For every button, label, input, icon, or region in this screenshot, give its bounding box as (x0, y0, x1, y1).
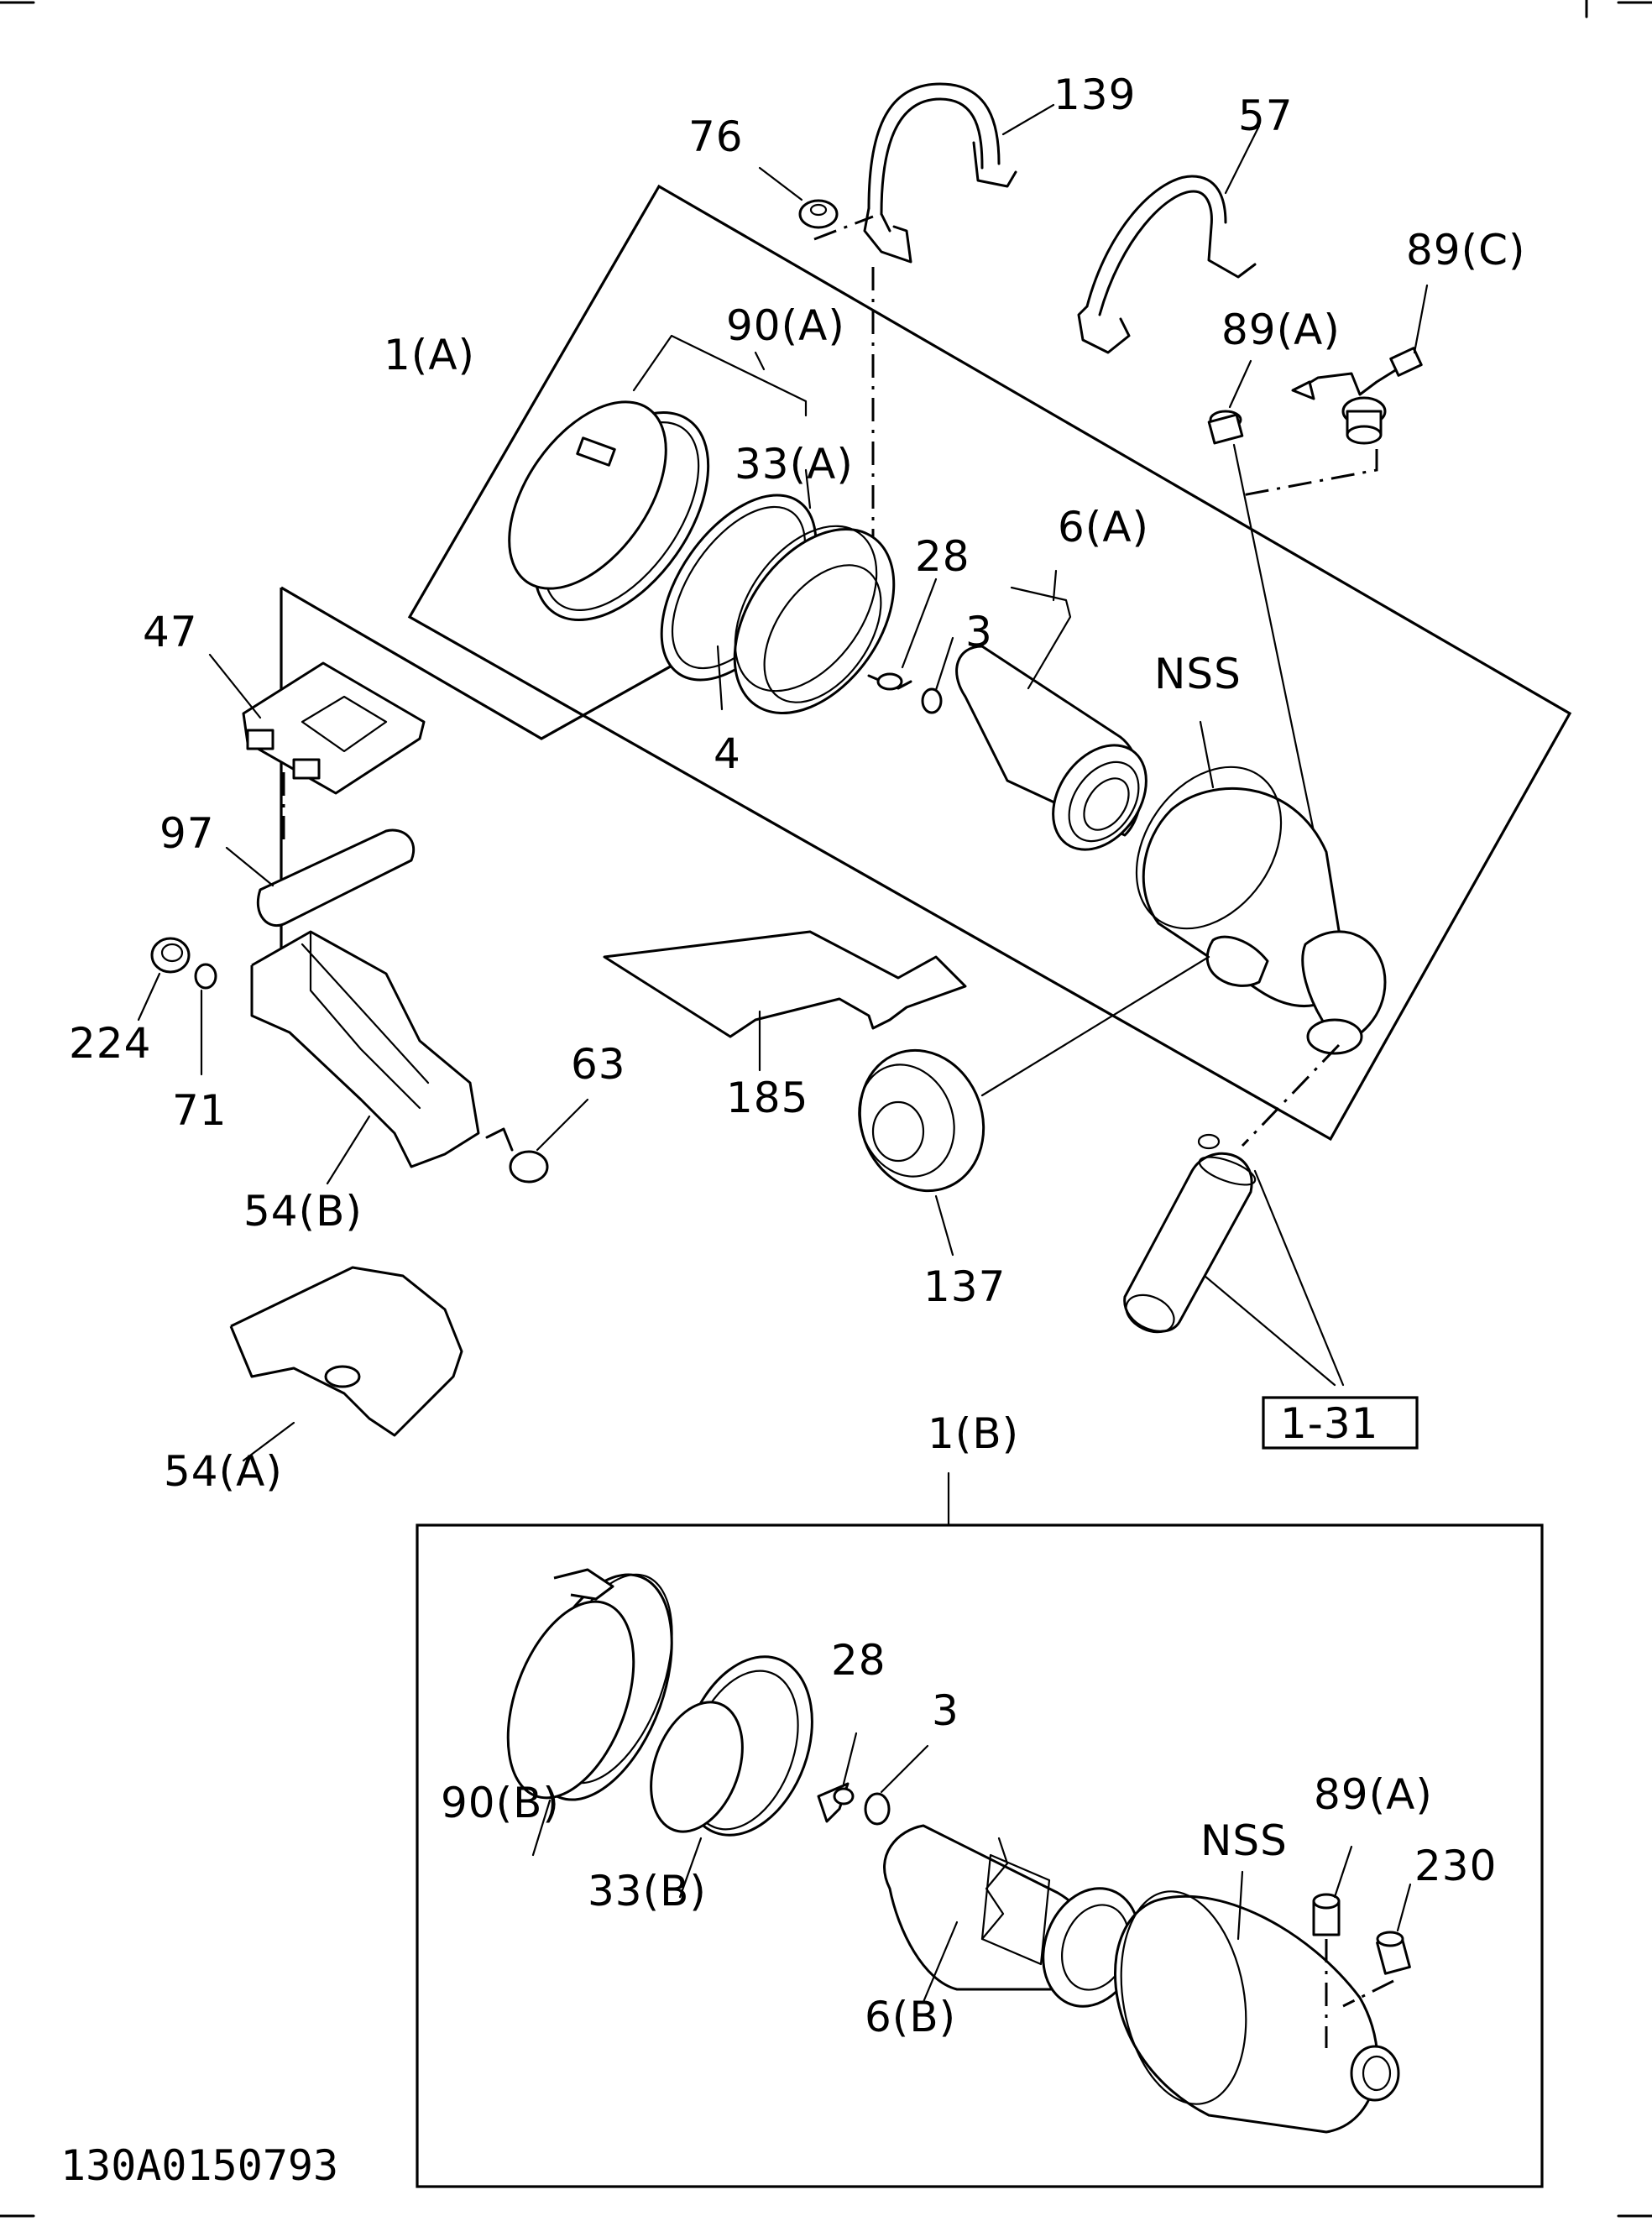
label-33b: 33(B) (588, 1867, 707, 1915)
label-3-bottom: 3 (932, 1686, 959, 1735)
label-33a: 33(A) (735, 440, 854, 489)
filter-element-6a (955, 645, 1148, 851)
label-nss-bottom: NSS (1200, 1816, 1288, 1865)
assembly-1b-frame (416, 1523, 1544, 2188)
label-71: 71 (172, 1086, 227, 1135)
duct-33a (733, 525, 896, 714)
strap-57 (1077, 175, 1257, 354)
bolt-28-top (867, 672, 943, 714)
fitting-89a-top (1207, 410, 1244, 445)
label-1a: 1(A) (384, 331, 475, 379)
label-57: 57 (1238, 91, 1294, 140)
label-76: 76 (688, 112, 744, 161)
label-6b: 6(B) (865, 1993, 956, 2041)
nut-224 (150, 937, 191, 974)
bracket-47 (242, 661, 426, 795)
part-labels: 139 76 57 89(C) 90(A) 89(A) 1(A) 33(A) 2… (69, 71, 1526, 2041)
nut-76 (798, 199, 839, 229)
label-1-31: 1-31 (1280, 1399, 1378, 1448)
label-4: 4 (714, 729, 741, 778)
label-28-bottom: 28 (831, 1636, 886, 1685)
duct-33b (650, 1655, 813, 1837)
clamp-90b (506, 1568, 673, 1801)
label-54a: 54(A) (164, 1447, 283, 1496)
label-47: 47 (143, 608, 198, 656)
label-nss-top: NSS (1154, 650, 1242, 698)
label-97: 97 (159, 809, 215, 858)
fitting-89a-bottom (1312, 1893, 1341, 1936)
label-89a-bottom: 89(A) (1314, 1770, 1433, 1819)
housing-nss-top (1135, 766, 1387, 1055)
label-137: 137 (923, 1262, 1006, 1311)
sensor-89c (1291, 347, 1423, 445)
label-90a: 90(A) (726, 301, 845, 350)
cap-137 (858, 1048, 985, 1193)
label-224: 224 (69, 1019, 151, 1068)
clamp-90a (508, 400, 710, 622)
label-230: 230 (1414, 1842, 1497, 1890)
cap-230 (1376, 1931, 1411, 1975)
label-185: 185 (726, 1074, 808, 1122)
housing-nss-bottom (1114, 1890, 1400, 2134)
filter-element-6b (883, 1824, 1141, 2008)
assembly-1a-frame (407, 184, 1572, 1142)
label-1b: 1(B) (928, 1409, 1019, 1458)
washer-71 (194, 963, 217, 990)
label-90b: 90(B) (441, 1779, 560, 1827)
bracket-54a (229, 1266, 463, 1437)
valve-tube (1123, 1133, 1257, 1334)
bolt-63 (485, 1127, 549, 1184)
label-139: 139 (1053, 71, 1136, 119)
sheet-185 (603, 930, 967, 1038)
figure-code: 130A0150793 (60, 2141, 338, 2190)
label-63: 63 (571, 1040, 626, 1089)
strap-139 (863, 82, 1017, 264)
bracket-54b (250, 930, 480, 1168)
label-3-top: 3 (965, 608, 993, 656)
label-28-top: 28 (915, 532, 970, 581)
label-6a: 6(A) (1058, 503, 1149, 551)
ref-box-1-31 (1262, 1396, 1419, 1450)
label-54b: 54(B) (243, 1187, 363, 1236)
label-89a-top: 89(A) (1221, 306, 1341, 354)
label-89c: 89(C) (1406, 226, 1526, 274)
wingbolt-28-bottom (817, 1782, 891, 1826)
gasket-97 (256, 828, 416, 928)
